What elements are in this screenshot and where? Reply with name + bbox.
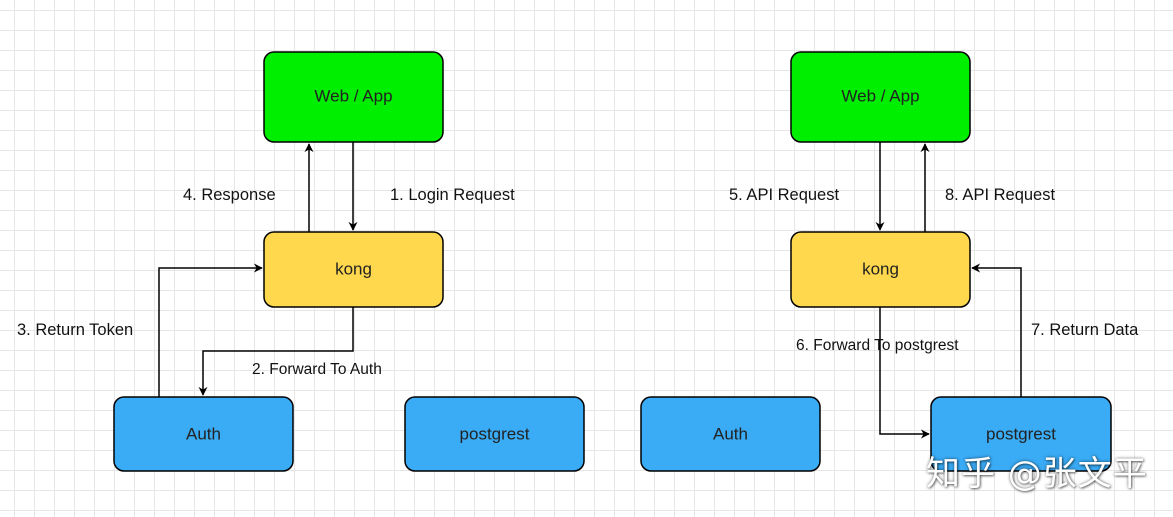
label-return-data: 7. Return Data [1031,321,1139,339]
node-kong-right[interactable]: kong [790,231,971,308]
label-return-token: 3. Return Token [17,321,133,339]
node-box [113,396,294,472]
node-box [404,396,585,472]
node-box [640,396,821,472]
node-web-app-left[interactable]: Web / App [263,51,444,143]
node-label: Web / App [314,86,392,105]
node-box [930,396,1112,472]
node-label: Web / App [841,86,919,105]
node-label: kong [335,259,372,278]
node-box [263,51,444,143]
node-auth-left[interactable]: Auth [113,396,294,472]
node-box [263,231,444,308]
label-api-request: 5. API Request [729,186,839,204]
node-label: kong [862,259,899,278]
node-postgrest-left[interactable]: postgrest [404,396,585,472]
edge-return-data [971,263,1022,397]
node-box [790,231,971,308]
node-kong-left[interactable]: kong [263,231,444,308]
edge-return-token [158,263,263,397]
node-web-app-right[interactable]: Web / App [790,51,971,143]
node-box [790,51,971,143]
node-label: postgrest [460,424,530,443]
label-api-request-back: 8. API Request [945,186,1055,204]
label-login-request: 1. Login Request [390,186,515,204]
edge-forward-to-postgrest [879,307,930,439]
label-forward-to-auth: 2. Forward To Auth [252,361,382,378]
label-forward-to-postgrest: 6. Forward To postgrest [796,337,959,354]
edge-forward-to-auth [198,307,354,396]
node-label: Auth [713,424,748,443]
node-postgrest-right[interactable]: postgrest [930,396,1112,472]
watermark-text: 知乎 @张文平 [926,454,1148,494]
label-response: 4. Response [183,186,276,204]
node-label: Auth [186,424,221,443]
node-auth-right[interactable]: Auth [640,396,821,472]
node-label: postgrest [986,424,1056,443]
